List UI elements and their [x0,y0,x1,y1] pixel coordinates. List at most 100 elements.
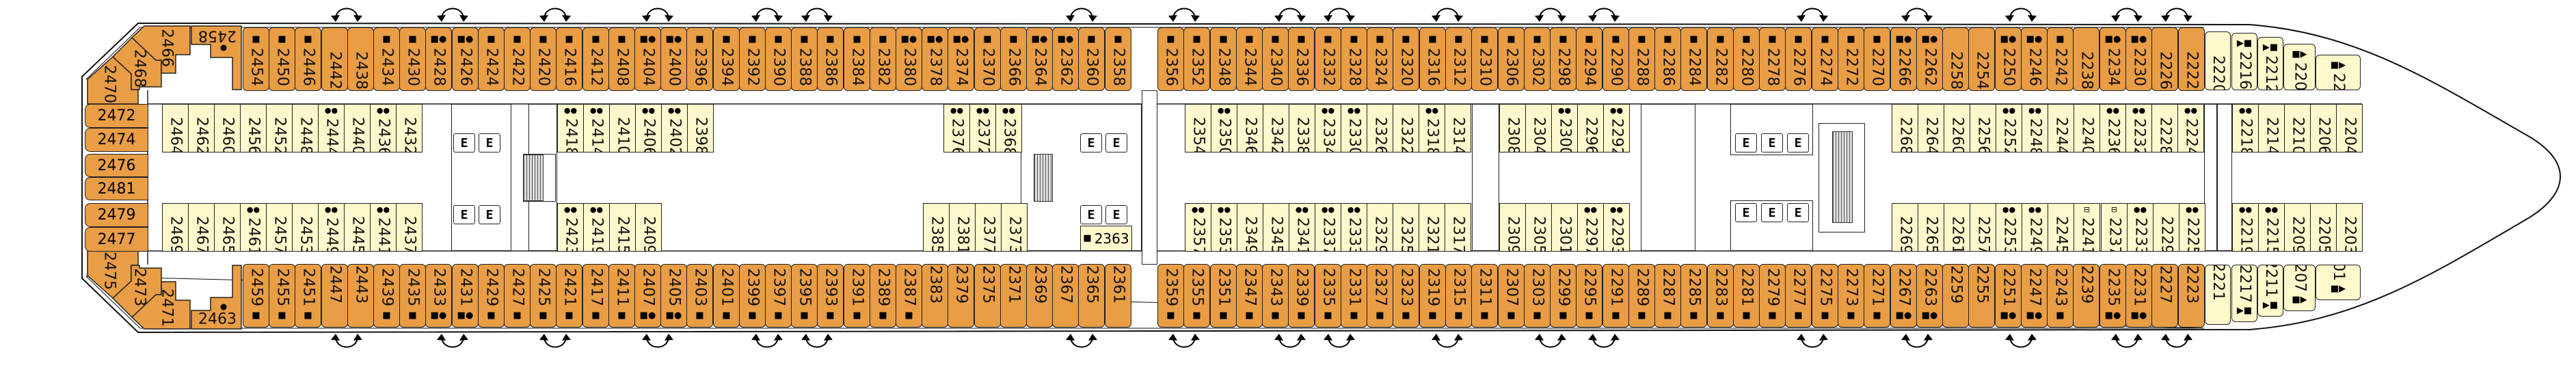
cabin-2251[interactable]: 2251■● [1995,264,2022,328]
cabin-2234[interactable]: ■●2234 [2099,27,2126,91]
cabin-2247[interactable]: 2247■● [2021,264,2048,328]
cabin-2384[interactable]: ■2384 [844,27,870,91]
cabin-2440[interactable]: 2440 [344,104,371,152]
cabin-2258[interactable]: 2258 [1942,27,1969,91]
cabin-2216[interactable]: ▶■2216 [2231,33,2257,90]
cabin-2411[interactable]: 2411■ [608,264,635,328]
cabin-2325[interactable]: 2325 [1393,203,1419,252]
cabin-2222[interactable]: 2222 [2178,27,2205,91]
cabin-2332[interactable]: ■2332 [1315,27,1341,91]
cabin-2330[interactable]: ●●2330 [1341,104,1367,152]
cabin-2271[interactable]: 2271■ [1864,264,1890,328]
cabin-2350[interactable]: ●●2350 [1211,104,1237,152]
cabin-2373[interactable]: 2373 [1001,203,1028,252]
cabin-2357[interactable]: ●●2357 [1185,203,1211,252]
cabin-2374[interactable]: ■●2374 [948,27,974,91]
cabin-2205[interactable]: 2205 [2310,203,2337,252]
cabin-2328[interactable]: ■2328 [1341,27,1367,91]
cabin-2405[interactable]: 2405■● [660,264,687,328]
cabin-2465[interactable]: 2465 [214,203,241,252]
cabin-2226[interactable]: 2226 [2151,27,2178,91]
cabin-2479[interactable]: 2479 [85,203,148,227]
cabin-2324[interactable]: ■2324 [1367,27,1393,91]
cabin-2435[interactable]: 2435■ [399,264,426,328]
cabin-2214[interactable]: 2214 [2258,104,2285,152]
cabin-2230[interactable]: ■●2230 [2125,27,2152,91]
cabin-2387[interactable]: 2387■ [896,264,922,328]
cabin-2220[interactable]: 2220 [2205,31,2231,90]
cabin-2449[interactable]: ●●2449 [318,203,345,252]
cabin-2402[interactable]: ●●2402 [661,104,688,152]
cabin-2316[interactable]: ■2316 [1419,27,1446,91]
cabin-2342[interactable]: 2342 [1263,104,1289,152]
cabin-2286[interactable]: ■2286 [1654,27,1681,91]
cabin-2232[interactable]: ●●2232 [2125,104,2152,152]
cabin-2426[interactable]: ■●2426 [452,27,479,91]
cabin-2288[interactable]: ■2288 [1628,27,1655,91]
cabin-2319[interactable]: 2319■ [1419,264,1446,328]
cabin-2347[interactable]: 2347■ [1236,264,1263,328]
cabin-2304[interactable]: 2304 [1525,104,1552,152]
cabin-2277[interactable]: 2277■ [1785,264,1812,328]
cabin-2204[interactable]: 2204 [2336,104,2363,152]
cabin-2401[interactable]: 2401■ [713,264,740,328]
cabin-2243[interactable]: 2243■ [2047,264,2074,328]
cabin-2404[interactable]: ■●2404 [634,27,661,91]
cabin-2212[interactable]: ▶■2212 [2257,37,2283,90]
cabin-2299[interactable]: 2299■ [1550,264,1577,328]
cabin-2203[interactable]: 2203 [2336,203,2363,252]
cabin-2427[interactable]: 2427■ [504,264,531,328]
cabin-2227[interactable]: 2227 [2151,264,2178,328]
cabin-2398[interactable]: 2398 [687,104,714,152]
cabin-2240[interactable]: 2240 [2074,104,2100,152]
cabin-2322[interactable]: 2322 [1393,104,1419,152]
cabin-2257[interactable]: 2257 [1970,203,1996,252]
cabin-2442[interactable]: 2442 [321,27,348,91]
cabin-2265[interactable]: 2265 [1918,203,1944,252]
cabin-2362[interactable]: ■●2362 [1052,27,1079,91]
cabin-2292[interactable]: ●●2292 [1603,104,1630,152]
cabin-2252[interactable]: ●●2252 [1996,104,2022,152]
cabin-2238[interactable]: 2238 [2073,27,2099,91]
cabin-2280[interactable]: ■2280 [1733,27,1760,91]
cabin-2215[interactable]: ●●2215 [2258,203,2285,252]
cabin-2306[interactable]: ■2306 [1498,27,1525,91]
cabin-2375[interactable]: 2375 [974,264,1001,328]
cabin-2403[interactable]: 2403■ [686,264,713,328]
cabin-2338[interactable]: 2338 [1289,104,1315,152]
cabin-2223[interactable]: 2223 [2178,264,2205,328]
cabin-2400[interactable]: ■●2400 [660,27,687,91]
cabin-2248[interactable]: ●●2248 [2022,104,2048,152]
cabin-2334[interactable]: ●●2334 [1315,104,1341,152]
cabin-2261[interactable]: 2261 [1944,203,1970,252]
cabin-2337[interactable]: ●●2337 [1315,203,1341,252]
cabin-2437[interactable]: 2437 [396,203,422,252]
cabin-2305[interactable]: 2305 [1525,203,1552,252]
cabin-2447[interactable]: 2447 [321,264,348,328]
cabin-2377[interactable]: 2377 [975,203,1002,252]
cabin-2296[interactable]: 2296 [1577,104,1604,152]
cabin-2361[interactable]: 2361 [1105,264,1131,328]
cabin-2242[interactable]: ■2242 [2047,27,2074,91]
cabin-2471[interactable]: 2471 [131,281,191,330]
cabin-2298[interactable]: ■2298 [1550,27,1577,91]
cabin-2228[interactable]: 2228 [2151,104,2178,152]
cabin-2419[interactable]: ●●2419 [583,203,610,252]
cabin-2312[interactable]: ■2312 [1445,27,1472,91]
cabin-2369[interactable]: 2369 [1026,264,1053,328]
cabin-2445[interactable]: 2445 [344,203,371,252]
cabin-2307[interactable]: 2307■ [1498,264,1525,328]
cabin-2436[interactable]: ●●2436 [370,104,397,152]
cabin-2339[interactable]: 2339■ [1288,264,1315,328]
cabin-2314[interactable]: 2314 [1445,104,1471,152]
cabin-2412[interactable]: ■2412 [582,27,609,91]
cabin-2315[interactable]: 2315■ [1445,264,1472,328]
cabin-2231[interactable]: 2231■● [2125,264,2152,328]
cabin-2460[interactable]: 2460 [214,104,241,152]
cabin-2241[interactable]: ⊟2241 [2074,203,2100,252]
cabin-2233[interactable]: ●●2233 [2127,203,2154,252]
cabin-2441[interactable]: ●●2441 [370,203,397,252]
cabin-2224[interactable]: ●●2224 [2177,104,2204,152]
cabin-2218[interactable]: ●●2218 [2232,104,2259,152]
cabin-2239[interactable]: 2239 [2073,264,2099,328]
